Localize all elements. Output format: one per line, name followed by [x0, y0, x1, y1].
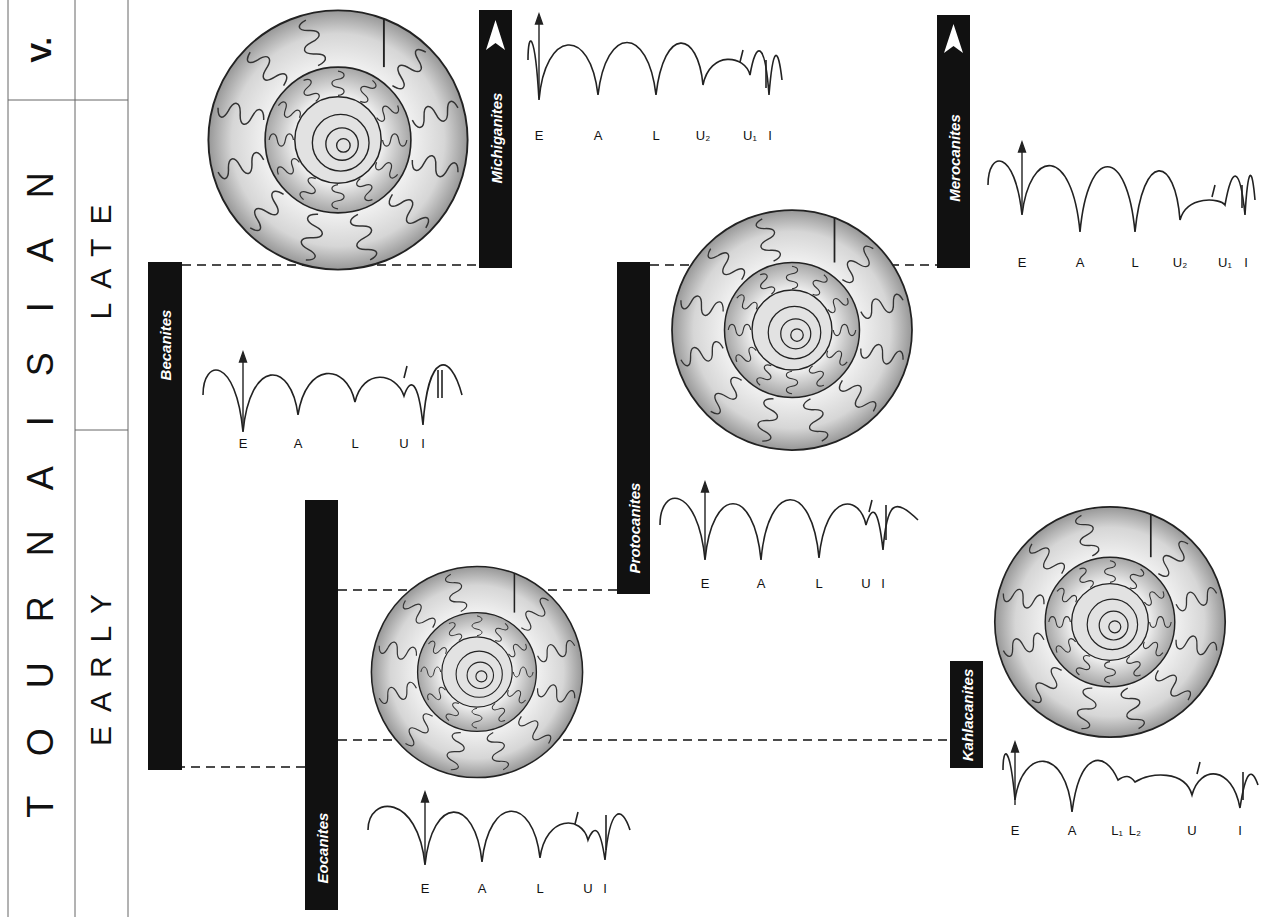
lobe-letter: I: [1238, 824, 1242, 837]
lobe-letter: L: [652, 129, 659, 142]
genus-name: Becanites: [158, 310, 173, 381]
lobe-letter: A: [757, 577, 766, 590]
lobe-letter: E: [1018, 256, 1027, 269]
genus-name: Michiganites: [488, 93, 503, 184]
lobe-letter: L₁: [1111, 824, 1123, 837]
genus-bar: Becanites: [148, 262, 182, 770]
genus-name: Eocanites: [314, 813, 329, 884]
lobe-letter: U: [399, 437, 408, 450]
genus-bar: Michiganites: [479, 60, 512, 268]
lobe-letter: I: [603, 882, 607, 895]
lobe-letter: L: [536, 882, 543, 895]
lobe-letter: A: [1068, 824, 1077, 837]
lobe-letter: E: [1011, 824, 1020, 837]
lobe-letter: A: [294, 437, 303, 450]
lobe-letter: I: [768, 129, 772, 142]
genus-bar: Protocanites: [617, 262, 650, 594]
stage-label: V.: [26, 37, 56, 63]
lineage-connector: [182, 766, 305, 768]
lobe-letter: A: [1076, 256, 1085, 269]
lobe-letter: U₂: [696, 129, 710, 142]
lobe-letter: E: [239, 437, 248, 450]
stage-label: LATE: [86, 191, 116, 334]
ammonite-shell: [995, 507, 1225, 737]
lobe-letter: E: [701, 577, 710, 590]
lobe-letter: E: [421, 882, 430, 895]
lobe-letter: E: [535, 129, 544, 142]
stage-label: TOURNAISIAN: [23, 132, 59, 857]
venter-arrow: [240, 14, 1026, 862]
lobe-letter: L: [351, 437, 358, 450]
ammonite-shell: [208, 10, 467, 269]
genus-name: Kahlacanites: [959, 668, 974, 761]
lobe-letter: A: [478, 882, 487, 895]
suture-line: [203, 41, 1258, 865]
lobe-letter: I: [1244, 256, 1248, 269]
lobe-letter: U: [861, 577, 870, 590]
lobe-letter: U: [1187, 824, 1196, 837]
stage-grid: [8, 0, 128, 917]
ammonite-shell: [672, 210, 912, 450]
genus-bar: Merocanites: [937, 60, 970, 268]
lobe-letter: A: [594, 129, 603, 142]
continuation-arrow: [479, 10, 970, 62]
lobe-letter: I: [881, 577, 885, 590]
genus-bar: Kahlacanites: [950, 661, 983, 768]
lobe-letter: U₂: [1173, 256, 1187, 269]
lobe-letter: U: [583, 882, 592, 895]
lobe-letter: L: [1131, 256, 1138, 269]
genus-bar: Eocanites: [305, 500, 338, 910]
genus-name: Merocanites: [946, 114, 961, 202]
stage-label: EARLY: [86, 580, 116, 760]
ammonite-shell: [371, 566, 582, 777]
lobe-letter: L: [815, 577, 822, 590]
lobe-letter: I: [421, 437, 425, 450]
lobe-letter: U₁: [1218, 256, 1232, 269]
lobe-letter: L₂: [1129, 824, 1141, 837]
genus-name: Protocanites: [626, 483, 641, 574]
lobe-letter: U₁: [743, 129, 757, 142]
